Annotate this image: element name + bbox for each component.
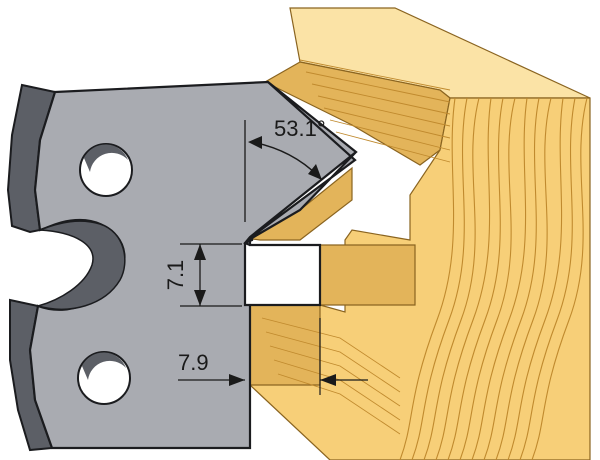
groove-depth-label: 7.9 [178,350,209,375]
wood-workpiece [243,7,591,460]
angle-label: 53.1° [274,116,326,141]
wood-grain-line [459,97,516,460]
wood-grain-line [269,345,401,407]
angle-arrow-right [308,164,322,180]
wood-grain-line [329,119,451,151]
wood-grain-line [423,97,480,460]
wood-grain-line [311,83,451,115]
depth-arrow-left [229,374,245,386]
wood-grain-line [435,97,492,460]
angle-arrow-left [248,136,262,149]
wood-tongue [319,244,416,306]
mounting-hole-upper [79,143,133,197]
wood-grain-line [277,373,401,435]
wood-grain-line [447,97,504,460]
height-arrow-top [194,244,206,260]
wood-profile-lower [249,304,321,386]
height-arrow-bottom [194,290,206,306]
wood-grain-line [411,97,468,460]
knife-blade [6,80,358,452]
wood-grain-line [305,71,451,103]
wood-grain-line [335,131,451,163]
wood-grain-line [483,97,540,460]
wood-grain [261,59,588,460]
mounting-hole-lower [77,351,131,405]
wood-grain-line [495,97,552,460]
wood-grain-line [261,317,401,379]
wood-grain-line [507,97,564,460]
wood-grain-line [531,97,588,460]
wood-grain-line [471,97,528,460]
dimension-annotations [178,120,368,395]
wood-grain-line [323,107,451,139]
groove-height-label: 7.1 [163,260,188,291]
wood-grain-line [399,97,456,460]
wood-grain-line [265,331,401,393]
depth-arrow-right [320,374,336,386]
wood-grain-line [317,95,451,127]
relief-notch [35,220,126,310]
wood-grain-line [299,59,451,91]
wood-grain-line [519,97,576,460]
